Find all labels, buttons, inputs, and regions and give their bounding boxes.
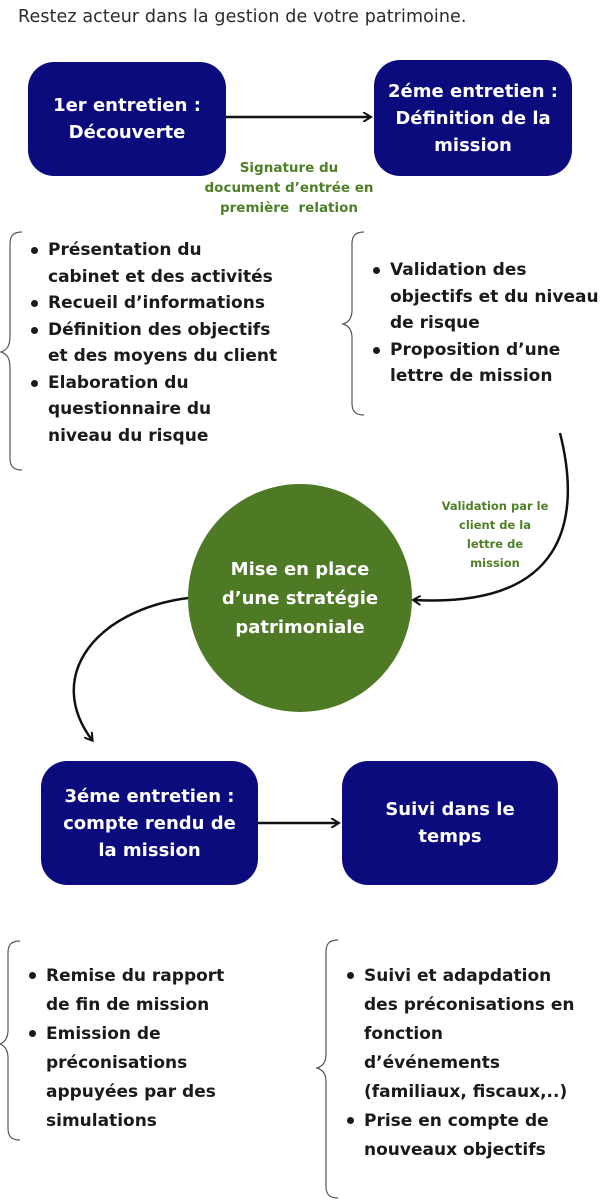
step3-title-line2: compte rendu de xyxy=(63,812,236,834)
step2-title-line2: Définition de la xyxy=(395,107,551,129)
list-item: Remise du rapport de fin de mission xyxy=(28,962,318,1020)
arrow-center-to-step3 xyxy=(72,596,189,740)
strategy-line3: patrimoniale xyxy=(235,616,365,638)
list-item: Présentation du cabinet et des activités xyxy=(30,237,320,290)
step3-title-line3: la mission xyxy=(98,839,201,861)
step2-title-line1: 2éme entretien : xyxy=(388,80,558,102)
validation-note-line3: lettre de xyxy=(466,537,524,551)
list-item: Prise en compte de nouveaux objectifs xyxy=(346,1107,600,1165)
step3-box: 3éme entretien : compte rendu de la miss… xyxy=(41,761,258,885)
step4-title-line1: Suivi dans le xyxy=(385,799,515,820)
brace-step1-tasks xyxy=(0,231,23,471)
step2-box: 2éme entretien : Définition de la missio… xyxy=(374,60,572,176)
list-item: Suivi et adapdation des préconisations e… xyxy=(346,962,600,1107)
list-item: Validation des objectifs et du niveau de… xyxy=(372,257,600,337)
step3-title-line1: 3éme entretien : xyxy=(64,785,235,807)
signature-note: Signature du document d’entrée en premiè… xyxy=(186,158,392,218)
intro-text: Restez acteur dans la gestion de votre p… xyxy=(18,7,467,27)
step1-title-line1: 1er entretien : xyxy=(53,95,201,116)
brace-step4-tasks xyxy=(315,939,339,1199)
step4-task-list: Suivi et adapdation des préconisations e… xyxy=(346,962,600,1165)
strategy-circle: Mise en place d’une stratégie patrimonia… xyxy=(188,484,412,712)
signature-note-line1: Signature du xyxy=(239,160,339,176)
strategy-line2: d’une stratégie xyxy=(221,587,379,609)
step2-task-list: Validation des objectifs et du niveau de… xyxy=(372,257,600,390)
step1-box: 1er entretien : Découverte xyxy=(28,62,226,176)
strategy-line1: Mise en place xyxy=(230,558,370,580)
step1-title-line2: Découverte xyxy=(68,122,186,143)
step1-task-list: Présentation du cabinet et des activités… xyxy=(30,237,320,449)
validation-note-line4: mission xyxy=(470,556,520,570)
arrow-step2-to-center xyxy=(414,432,570,601)
validation-note-line2: client de la xyxy=(459,518,531,532)
list-item: Définition des objectifs et des moyens d… xyxy=(30,317,320,370)
signature-note-line3: première relation xyxy=(219,200,359,216)
list-item: Emission de préconisations appuyées par … xyxy=(28,1020,318,1136)
step4-title-line2: temps xyxy=(418,826,482,847)
signature-note-line2: document d’entrée en xyxy=(204,180,374,196)
step3-task-list: Remise du rapport de fin de mission Emis… xyxy=(28,962,318,1136)
step2-title-line3: mission xyxy=(434,134,512,156)
list-item: Recueil d’informations xyxy=(30,290,320,317)
brace-step2-tasks xyxy=(341,231,365,416)
brace-step3-tasks xyxy=(0,940,21,1141)
list-item: Elaboration du questionnaire du niveau d… xyxy=(30,370,320,450)
step4-box: Suivi dans le temps xyxy=(342,761,558,885)
validation-note-line1: Validation par le xyxy=(441,499,549,513)
validation-note: Validation par le client de la lettre de… xyxy=(430,497,560,573)
list-item: Proposition d’une lettre de mission xyxy=(372,337,600,390)
